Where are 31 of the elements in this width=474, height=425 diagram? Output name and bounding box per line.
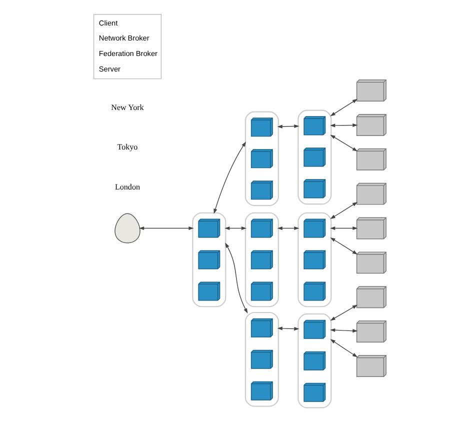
arrow — [330, 304, 358, 321]
cluster — [192, 212, 226, 308]
cluster — [244, 111, 279, 206]
arrow — [330, 98, 358, 116]
arrow — [330, 202, 358, 220]
cluster — [298, 212, 332, 308]
label: Tokyo — [117, 142, 138, 152]
label: London — [114, 182, 140, 192]
arrow — [214, 142, 246, 214]
arrow — [330, 339, 358, 358]
arrow — [330, 123, 358, 128]
arrow — [224, 226, 247, 230]
arrow — [277, 124, 300, 128]
label: New York — [111, 103, 144, 112]
arrow — [330, 328, 358, 333]
arrow — [138, 226, 194, 230]
cluster — [298, 313, 332, 408]
arrow — [330, 226, 358, 230]
legend-label: Client — [98, 18, 118, 28]
arrow — [277, 326, 300, 331]
legend-label: Network Broker — [98, 34, 150, 43]
arrow — [277, 226, 300, 230]
legend-label: Federation Broker — [98, 49, 158, 58]
cluster — [244, 312, 279, 407]
cluster — [298, 110, 332, 205]
arrow — [225, 242, 248, 314]
arrow — [330, 134, 358, 152]
cluster — [244, 212, 279, 308]
arrow — [330, 237, 358, 255]
legend-label: Server — [98, 64, 120, 74]
node-person — [114, 213, 140, 244]
